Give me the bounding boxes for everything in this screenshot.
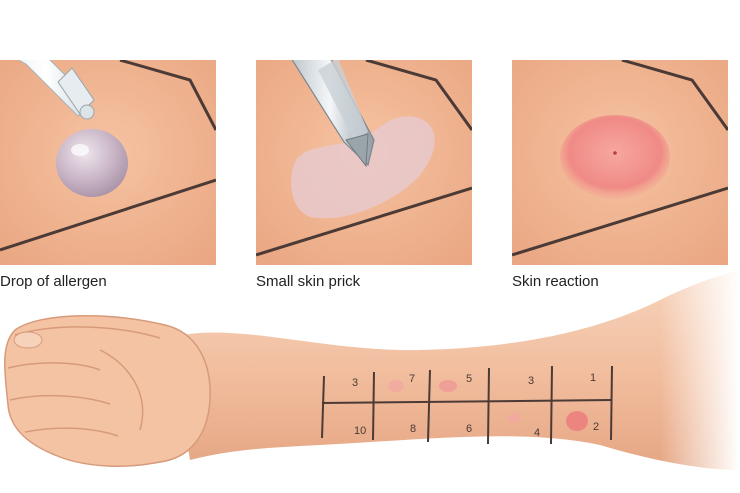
grid-label: 4 (534, 427, 540, 439)
caption-small-skin-prick: Small skin prick (256, 273, 361, 290)
grid-label: 3 (352, 377, 358, 389)
grid-midline (321, 399, 613, 404)
grid-line (0, 178, 216, 252)
caption-drop-of-allergen: Drop of allergen (0, 273, 107, 290)
reaction-spot (439, 380, 457, 392)
dropper-icon (17, 60, 95, 120)
grid-label: 6 (466, 423, 472, 435)
grid-divider (372, 371, 375, 441)
grid-line (256, 186, 472, 257)
grid-divider (610, 365, 613, 441)
grid-label: 8 (410, 423, 416, 435)
grid-label: 10 (354, 425, 366, 437)
grid-divider (487, 367, 490, 445)
panel-skin-reaction (512, 60, 728, 265)
grid-label: 1 (590, 372, 596, 384)
allergy-test-grid (321, 365, 613, 445)
forearm (170, 270, 740, 470)
skin-reaction-illustration (512, 60, 728, 265)
drop-of-allergen-illustration (0, 60, 216, 265)
lancet-icon (291, 60, 375, 168)
grid-divider (550, 365, 553, 445)
grid-label: 3 (528, 375, 534, 387)
grid-line (512, 186, 728, 257)
panel-small-skin-prick (256, 60, 472, 265)
grid-divider (427, 369, 431, 443)
grid-line (365, 60, 472, 131)
grid-label: 7 (409, 373, 415, 385)
grid-divider (321, 375, 325, 439)
skin-prick-illustration (256, 60, 472, 265)
grid-line (119, 60, 216, 131)
panel-drop-of-allergen (0, 60, 216, 265)
caption-skin-reaction: Skin reaction (512, 273, 599, 290)
grid-label: 5 (466, 373, 472, 385)
grid-label: 2 (593, 421, 599, 433)
reaction-wheal (560, 115, 670, 199)
grid-line (621, 60, 728, 131)
allergen-smear (291, 116, 435, 219)
reaction-spot (388, 380, 404, 392)
reaction-spot-large (566, 411, 588, 431)
hand (4, 315, 211, 467)
reaction-spot (508, 413, 520, 423)
